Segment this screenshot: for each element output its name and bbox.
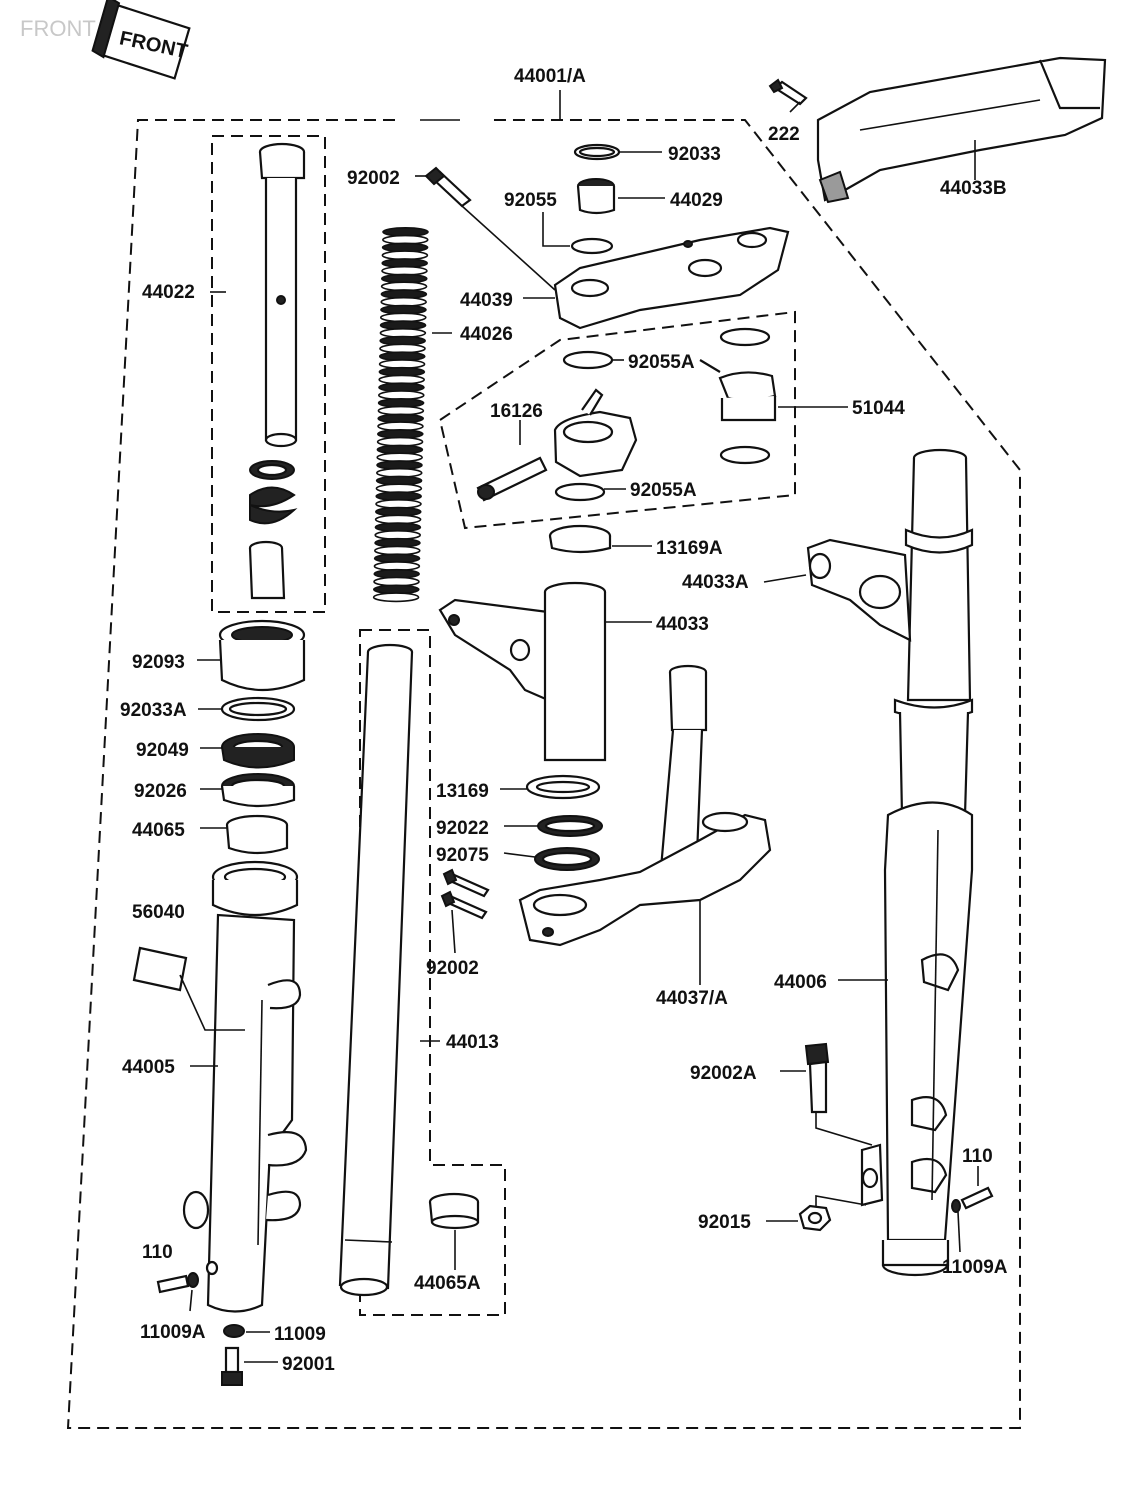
washer-13169 bbox=[525, 774, 601, 800]
bottom-bolt bbox=[221, 1346, 243, 1386]
axle-bolt-92002A bbox=[804, 1042, 830, 1114]
label-44013: 44013 bbox=[446, 1032, 499, 1053]
label-51044: 51044 bbox=[852, 398, 905, 419]
damper-rod bbox=[258, 142, 306, 448]
label-92015: 92015 bbox=[698, 1212, 751, 1233]
o-ring-92033 bbox=[573, 143, 621, 161]
slide-bushing bbox=[428, 1192, 480, 1230]
label-16126: 16126 bbox=[490, 401, 543, 422]
handlebar-subassembly-outline bbox=[438, 310, 796, 530]
washer-13169A bbox=[548, 524, 612, 554]
label-92026: 92026 bbox=[134, 781, 187, 802]
fork-spring bbox=[372, 227, 429, 603]
label-44026: 44026 bbox=[460, 324, 513, 345]
label-44005: 44005 bbox=[122, 1057, 175, 1078]
bolts-92002 bbox=[440, 868, 490, 920]
fork-bridge-44033A bbox=[806, 538, 912, 642]
label-44001A: 44001/A bbox=[514, 66, 586, 87]
inner-tube-subassembly-outline bbox=[359, 629, 506, 1316]
cap-bolt-44029 bbox=[576, 178, 616, 215]
label-110-right: 110 bbox=[962, 1146, 993, 1167]
label-44037A: 44037/A bbox=[656, 988, 728, 1009]
washer bbox=[220, 773, 296, 808]
handlebar-clamp-51044 bbox=[699, 327, 777, 465]
label-44065: 44065 bbox=[132, 820, 185, 841]
label-92022: 92022 bbox=[436, 818, 489, 839]
nut-92015 bbox=[798, 1204, 832, 1232]
label-44039: 44039 bbox=[460, 290, 513, 311]
label-44022: 44022 bbox=[142, 282, 195, 303]
label-13169A: 13169A bbox=[656, 538, 723, 559]
label-92001: 92001 bbox=[282, 1354, 335, 1375]
leader-lines bbox=[189, 101, 979, 1363]
label-92055A-2: 92055A bbox=[630, 480, 697, 501]
label-44033A: 44033A bbox=[682, 572, 749, 593]
label-222: 222 bbox=[768, 124, 800, 145]
label-11009: 11009 bbox=[274, 1324, 326, 1345]
label-44065A: 44065A bbox=[414, 1273, 481, 1294]
label-44033: 44033 bbox=[656, 614, 709, 635]
bolt-110-right bbox=[951, 1186, 994, 1213]
assembly-bracket bbox=[420, 90, 561, 121]
label-13169: 13169 bbox=[436, 781, 489, 802]
handlebar-clamp-16126 bbox=[476, 388, 638, 502]
label-56040: 56040 bbox=[132, 902, 185, 923]
inner-fork-tube bbox=[338, 643, 414, 1297]
label-92055A-1: 92055A bbox=[628, 352, 695, 373]
o-ring-92055A-bottom bbox=[554, 482, 606, 502]
label-92033A: 92033A bbox=[120, 700, 187, 721]
label-92093: 92093 bbox=[132, 652, 185, 673]
o-ring-92055A-top bbox=[562, 350, 614, 370]
guide-bushing bbox=[225, 814, 289, 855]
label-92002-mid: 92002 bbox=[426, 958, 479, 979]
damper-subassembly-outline bbox=[211, 135, 326, 613]
handlebar-cover-44033B bbox=[816, 56, 1107, 204]
label-92055: 92055 bbox=[504, 190, 557, 211]
drain-washer bbox=[223, 1324, 245, 1338]
oil-seal bbox=[221, 733, 295, 769]
label-92049: 92049 bbox=[136, 740, 189, 761]
right-fork-44006 bbox=[881, 448, 974, 1277]
label-11009A-right: 11009A bbox=[942, 1257, 1008, 1278]
warning-label bbox=[132, 946, 245, 1031]
left-outer-tube bbox=[182, 860, 308, 1313]
screw-222 bbox=[768, 78, 808, 106]
upper-triple-clamp bbox=[553, 226, 790, 330]
label-92002-top: 92002 bbox=[347, 168, 400, 189]
axle-clamp-bracket bbox=[815, 1112, 884, 1207]
washer-92075 bbox=[534, 847, 600, 871]
label-44006: 44006 bbox=[774, 972, 827, 993]
label-92075: 92075 bbox=[436, 845, 489, 866]
top-bolt-92002 bbox=[424, 166, 472, 208]
spring-coil bbox=[372, 592, 420, 603]
bolt-110-left bbox=[156, 1260, 219, 1294]
label-92002A: 92002A bbox=[690, 1063, 757, 1084]
label-44033B: 44033B bbox=[940, 178, 1007, 199]
stem-and-lower-clamp bbox=[518, 664, 772, 947]
front-stamp: FRONT bbox=[91, 0, 191, 80]
label-110-left: 110 bbox=[142, 1242, 173, 1263]
retaining-ring bbox=[220, 696, 296, 722]
washer-92022 bbox=[537, 815, 603, 837]
dust-seal bbox=[218, 619, 306, 692]
label-44029: 44029 bbox=[670, 190, 723, 211]
label-92033: 92033 bbox=[668, 144, 721, 165]
steering-head-44033 bbox=[438, 581, 607, 762]
assembly-outline bbox=[66, 119, 1021, 1429]
label-11009A-left: 11009A bbox=[140, 1322, 206, 1343]
o-ring-92055 bbox=[570, 237, 614, 255]
damper-ring-set bbox=[248, 460, 298, 600]
